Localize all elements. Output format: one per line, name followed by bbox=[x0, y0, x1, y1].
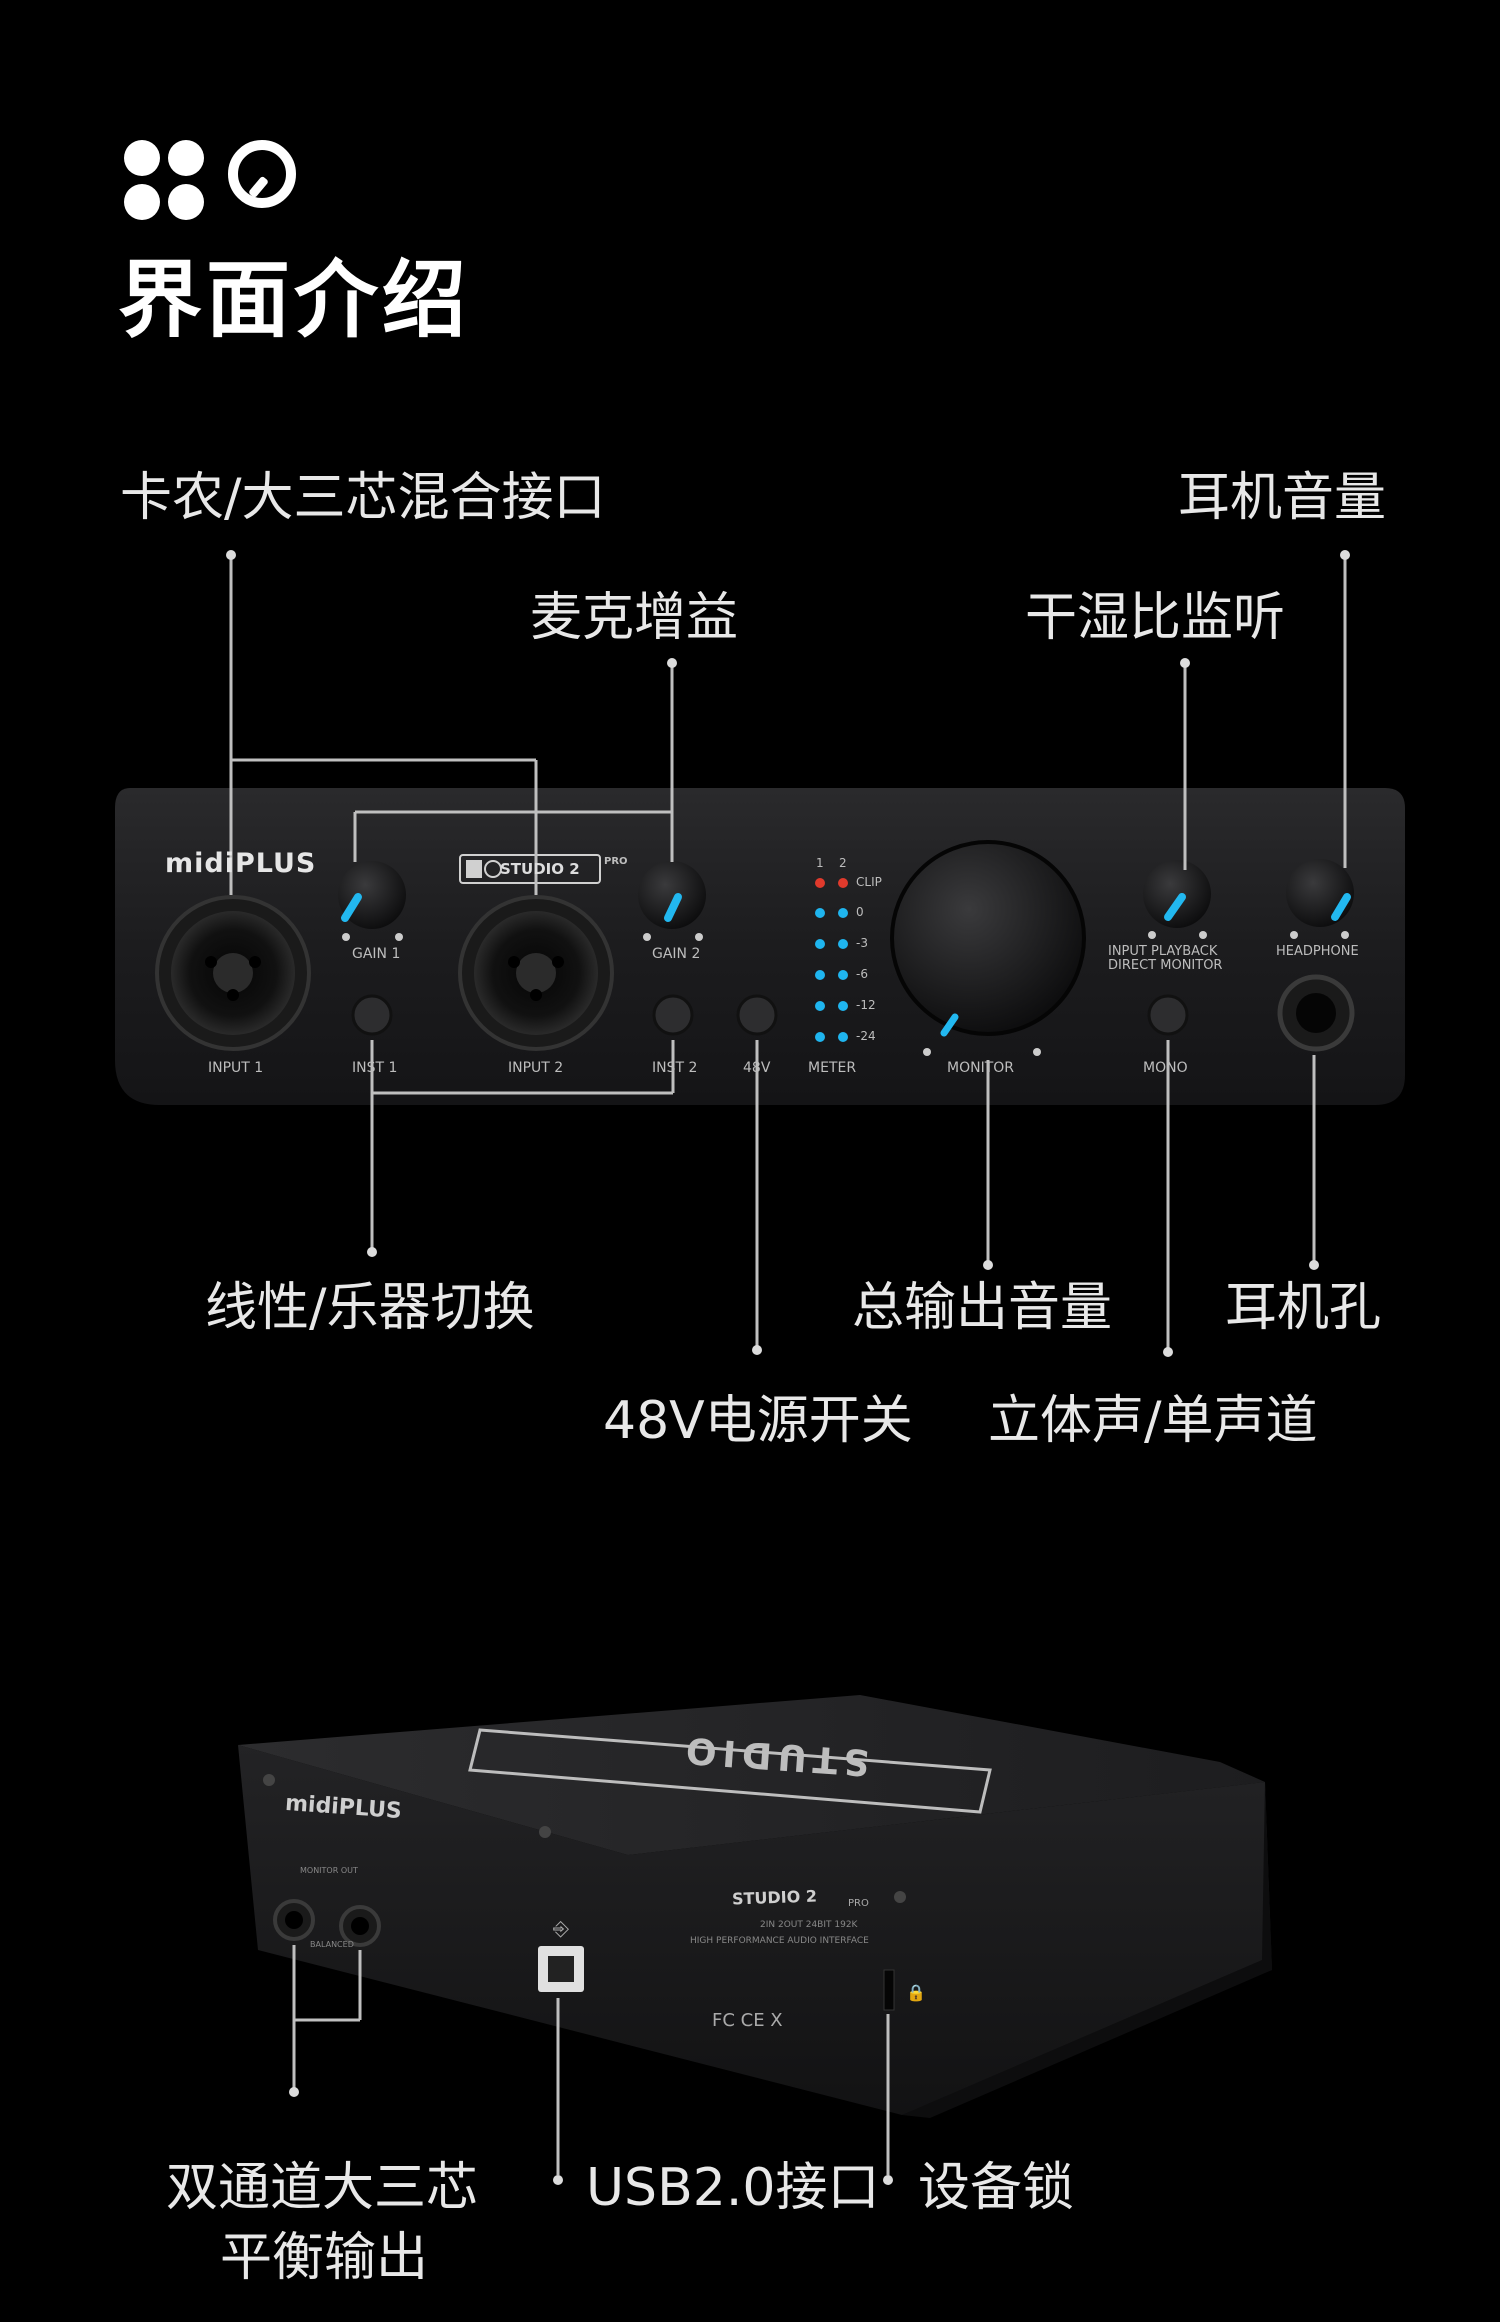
callout-usb-port: USB2.0接口 bbox=[586, 2158, 880, 2218]
input1-label: INPUT 1 bbox=[208, 1060, 264, 1076]
page-title: 界面介绍 bbox=[118, 251, 471, 349]
logo-dot-icon bbox=[168, 184, 204, 220]
meter-scale-label: -12 bbox=[856, 998, 876, 1012]
headphone-jack[interactable] bbox=[1277, 974, 1355, 1052]
headphone-knob[interactable] bbox=[1286, 859, 1354, 939]
balanced-label: BALANCED bbox=[310, 1940, 354, 1949]
monitor-out-right-jack[interactable] bbox=[339, 1905, 381, 1947]
model-badge bbox=[459, 854, 601, 884]
front-model-label: STUDIO 2 bbox=[500, 860, 580, 878]
svg-text:🔒: 🔒 bbox=[906, 1983, 926, 2002]
callout-lines bbox=[229, 555, 1347, 2175]
cert-marks: FC CE X bbox=[712, 2010, 783, 2031]
callout-combo-input: 卡农/大三芯混合接口 bbox=[120, 468, 606, 528]
input-playback-label: INPUT PLAYBACK bbox=[1108, 944, 1218, 959]
rear-device-top bbox=[238, 1695, 1265, 1855]
rear-model-label: STUDIO 2 bbox=[731, 1886, 818, 1909]
input2-combo-jack[interactable] bbox=[458, 895, 614, 1051]
inst1-button[interactable] bbox=[351, 994, 393, 1036]
rear-subtitle1: 2IN 2OUT 24BIT 192K bbox=[760, 1920, 858, 1930]
direct-monitor-label: DIRECT MONITOR bbox=[1108, 958, 1223, 973]
gain1-knob[interactable] bbox=[338, 861, 406, 941]
rear-subtitle2: HIGH PERFORMANCE AUDIO INTERFACE bbox=[690, 1936, 869, 1946]
svg-text:⎆: ⎆ bbox=[553, 1916, 569, 1940]
gain2-knob[interactable] bbox=[638, 861, 706, 941]
input1-combo-jack[interactable] bbox=[155, 895, 311, 1051]
logo-dot-icon bbox=[168, 140, 204, 176]
meter-label: METER bbox=[808, 1060, 857, 1076]
inst2-label: INST 2 bbox=[652, 1060, 698, 1076]
gain1-label: GAIN 1 bbox=[352, 946, 401, 962]
monitor-out-left-jack[interactable] bbox=[273, 1899, 315, 1941]
meter-scale-label: -6 bbox=[856, 967, 868, 981]
level-meter bbox=[815, 878, 848, 1042]
meter-scale-label: -24 bbox=[856, 1029, 876, 1043]
callout-dry-wet: 干湿比监听 bbox=[1025, 588, 1286, 648]
callout-phantom-power: 48V电源开关 bbox=[603, 1391, 913, 1451]
callout-balanced-out-1: 双通道大三芯 bbox=[166, 2158, 479, 2218]
meter-ch2-label: 2 bbox=[839, 856, 847, 870]
phantom-48v-button[interactable] bbox=[736, 994, 778, 1036]
inst1-label: INST 1 bbox=[352, 1060, 398, 1076]
front-brand-logo: midiPLUS bbox=[165, 848, 317, 879]
meter-scale-label: CLIP bbox=[856, 875, 882, 889]
rear-panel bbox=[238, 1745, 1272, 2115]
mono-label: MONO bbox=[1143, 1060, 1188, 1076]
monitor-label: MONITOR bbox=[947, 1060, 1014, 1076]
callout-mic-gain: 麦克增益 bbox=[530, 588, 739, 648]
logo-dot-icon bbox=[124, 184, 160, 220]
callout-headphone-volume: 耳机音量 bbox=[1178, 468, 1387, 528]
logo-dot-icon bbox=[124, 140, 160, 176]
device-lock-slot[interactable]: 🔒 bbox=[883, 1969, 926, 2011]
meter-ch1-label: 1 bbox=[816, 856, 824, 870]
meter-scale-label: -3 bbox=[856, 936, 868, 950]
input-playback-knob[interactable] bbox=[1143, 860, 1211, 939]
callout-device-lock: 设备锁 bbox=[918, 2158, 1075, 2218]
monitor-knob[interactable] bbox=[890, 840, 1086, 1056]
callout-stereo-mono: 立体声/单声道 bbox=[988, 1391, 1318, 1451]
inst2-button[interactable] bbox=[652, 994, 694, 1036]
phantom-label: 48V bbox=[743, 1060, 771, 1076]
mono-button[interactable] bbox=[1147, 994, 1189, 1036]
callout-master-volume: 总输出音量 bbox=[852, 1278, 1113, 1338]
knob-logo-icon bbox=[228, 140, 296, 208]
input2-label: INPUT 2 bbox=[508, 1060, 564, 1076]
callout-dots bbox=[226, 550, 1350, 2185]
monitor-out-label: MONITOR OUT bbox=[300, 1866, 358, 1875]
callout-balanced-out-2: 平衡输出 bbox=[220, 2228, 429, 2288]
gain2-label: GAIN 2 bbox=[652, 946, 701, 962]
front-panel bbox=[115, 788, 1405, 1105]
callout-headphone-jack: 耳机孔 bbox=[1225, 1278, 1382, 1338]
usb-port[interactable]: ⎆ bbox=[538, 1916, 584, 1992]
rear-model-suffix: PRO bbox=[848, 1898, 869, 1909]
headphone-label: HEADPHONE bbox=[1276, 944, 1359, 959]
callout-line-inst: 线性/乐器切换 bbox=[205, 1278, 535, 1338]
meter-scale-label: 0 bbox=[856, 905, 864, 919]
front-model-suffix: PRO bbox=[604, 856, 628, 867]
